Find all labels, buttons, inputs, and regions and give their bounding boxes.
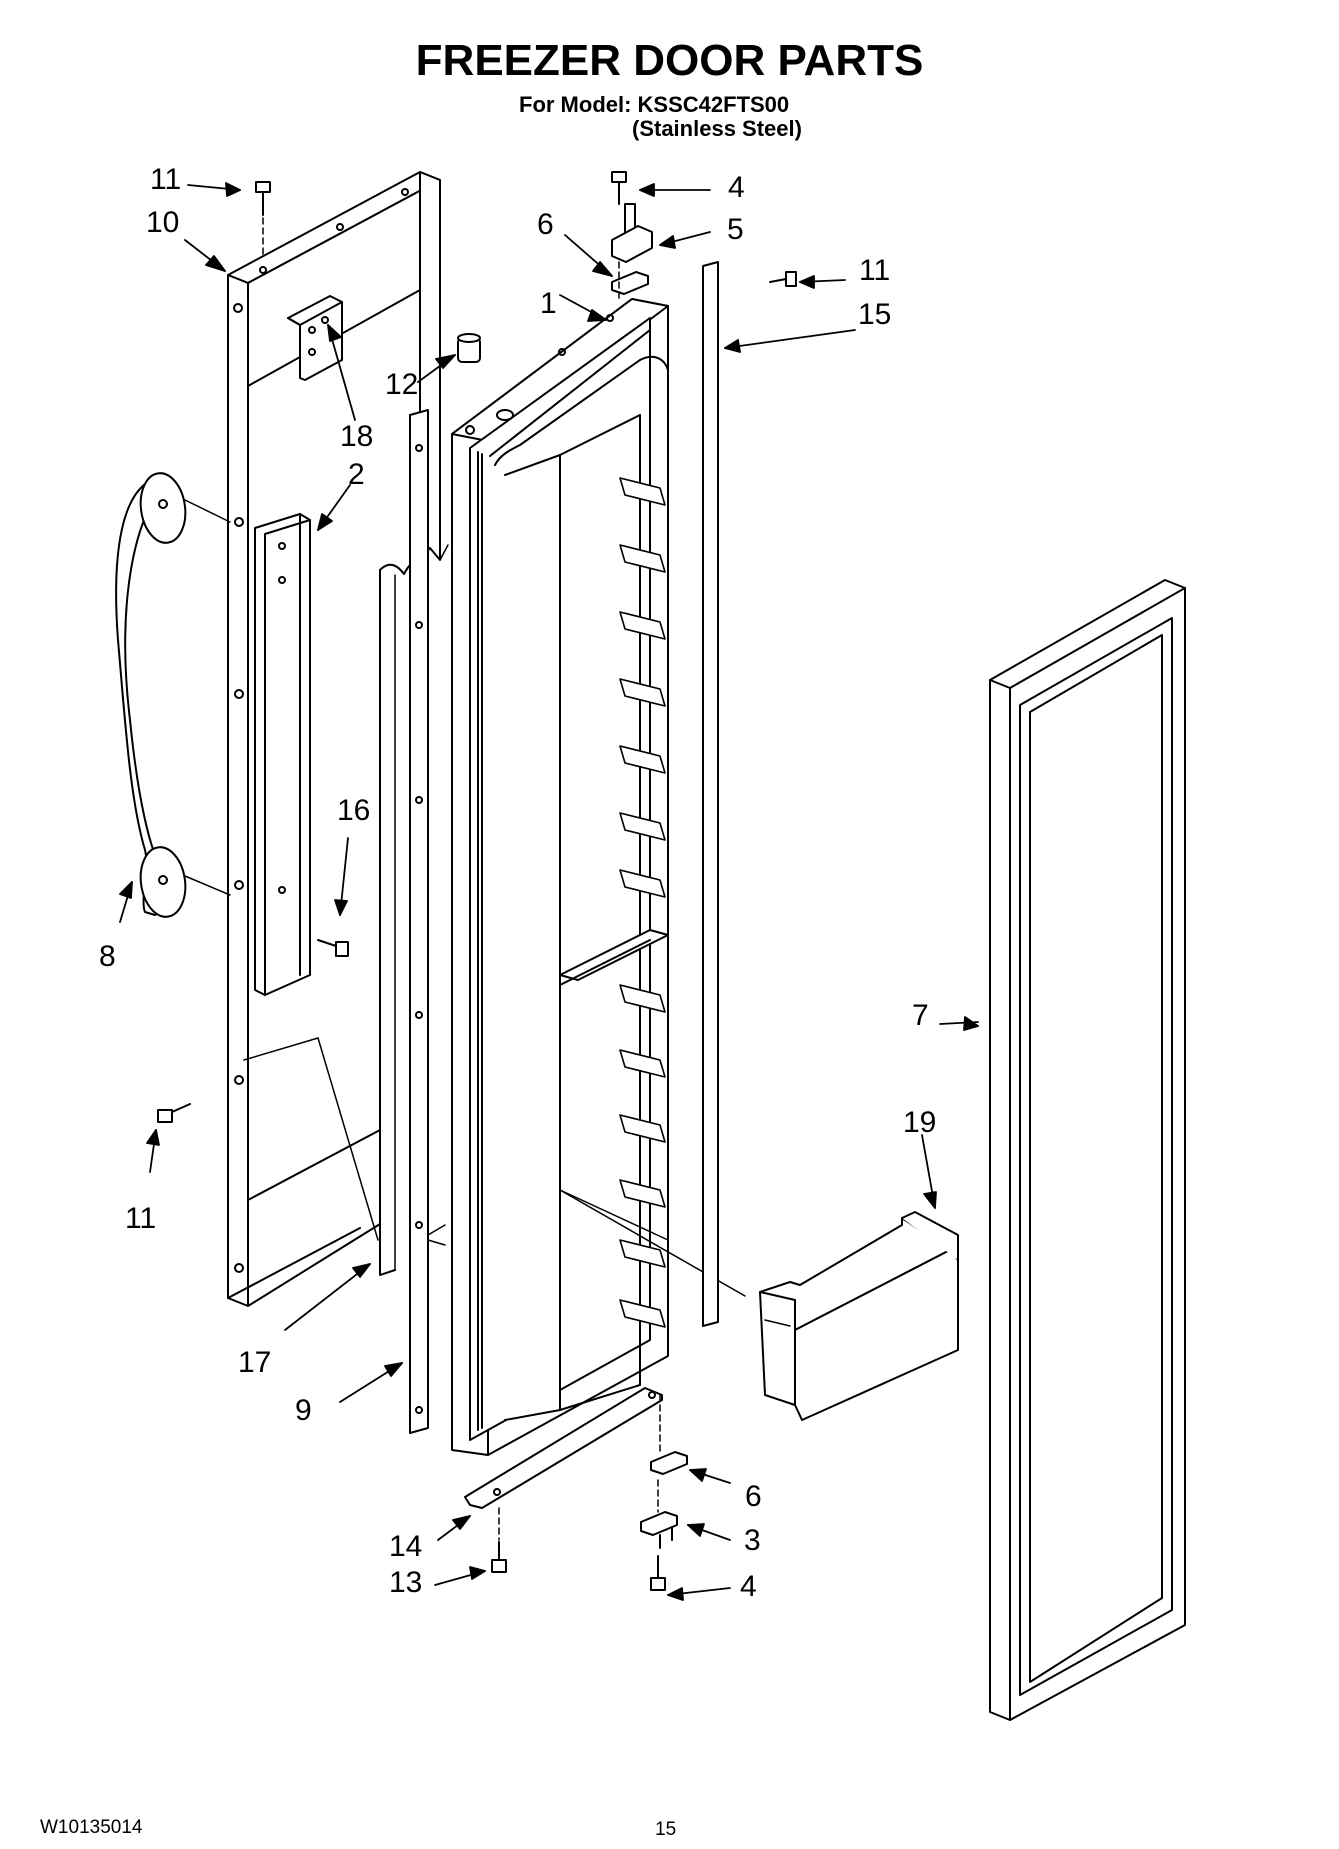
finish-label: (Stainless Steel) [632,116,802,141]
callout-label: 11 [125,1202,157,1235]
callout-label: 16 [337,794,371,827]
callout-label: 4 [740,1570,757,1603]
hinge-shim-top-part [611,271,649,295]
screw-4-top [611,171,627,205]
callout-label: 11 [859,254,891,287]
hinge-centerline [262,217,661,1541]
callout-label: 9 [295,1394,312,1427]
callout-label: 18 [340,420,374,453]
callout-label: 10 [146,206,180,239]
bottom-bracket-part [464,1387,663,1509]
callout-label: 11 [150,163,182,196]
door-strip-part [409,409,449,1434]
callout-label: 12 [385,368,419,401]
screw-11-top [255,181,271,216]
hinge-pin-part [611,203,653,263]
bottom-hinge-part [640,1511,678,1549]
callout-label: 15 [858,298,892,331]
door-panel-part [989,579,1186,1721]
page-title: FREEZER DOOR PARTS [415,36,924,85]
side-trim-strip-part [702,261,719,1327]
callout-label: 8 [99,940,116,973]
callout-label: 17 [238,1346,272,1379]
door-frame-part [227,171,441,1307]
door-bumper-part [457,333,481,363]
callout-label: 5 [727,213,744,246]
callout-leader-lines [119,182,979,1601]
screw-16 [317,939,349,957]
hinge-shim-bottom-part [650,1451,688,1475]
callout-label: 6 [745,1480,762,1513]
callout-label: 14 [389,1530,423,1563]
document-number: W10135014 [40,1817,143,1838]
door-liner-part [451,298,746,1456]
callout-label: 13 [389,1566,423,1599]
screw-4-bottom [650,1555,666,1591]
callout-label: 1 [540,287,557,320]
page-number: 15 [655,1819,677,1840]
callout-label: 7 [912,999,929,1032]
shelf-ledge-tabs [619,477,666,1328]
callout-label: 19 [903,1106,937,1139]
model-number: For Model: KSSC42FTS00 [519,92,790,117]
door-handle-part [115,472,231,918]
corner-bracket-part [287,295,343,381]
screw-13 [491,1541,507,1573]
callout-label: 6 [537,208,554,241]
screw-11-left [157,1103,191,1123]
callout-label: 3 [744,1524,761,1557]
screw-11-right [769,271,797,287]
handle-channel-part [254,513,311,996]
callout-label: 4 [728,171,745,204]
door-bin-part [759,1211,959,1421]
callout-label: 2 [348,458,365,491]
